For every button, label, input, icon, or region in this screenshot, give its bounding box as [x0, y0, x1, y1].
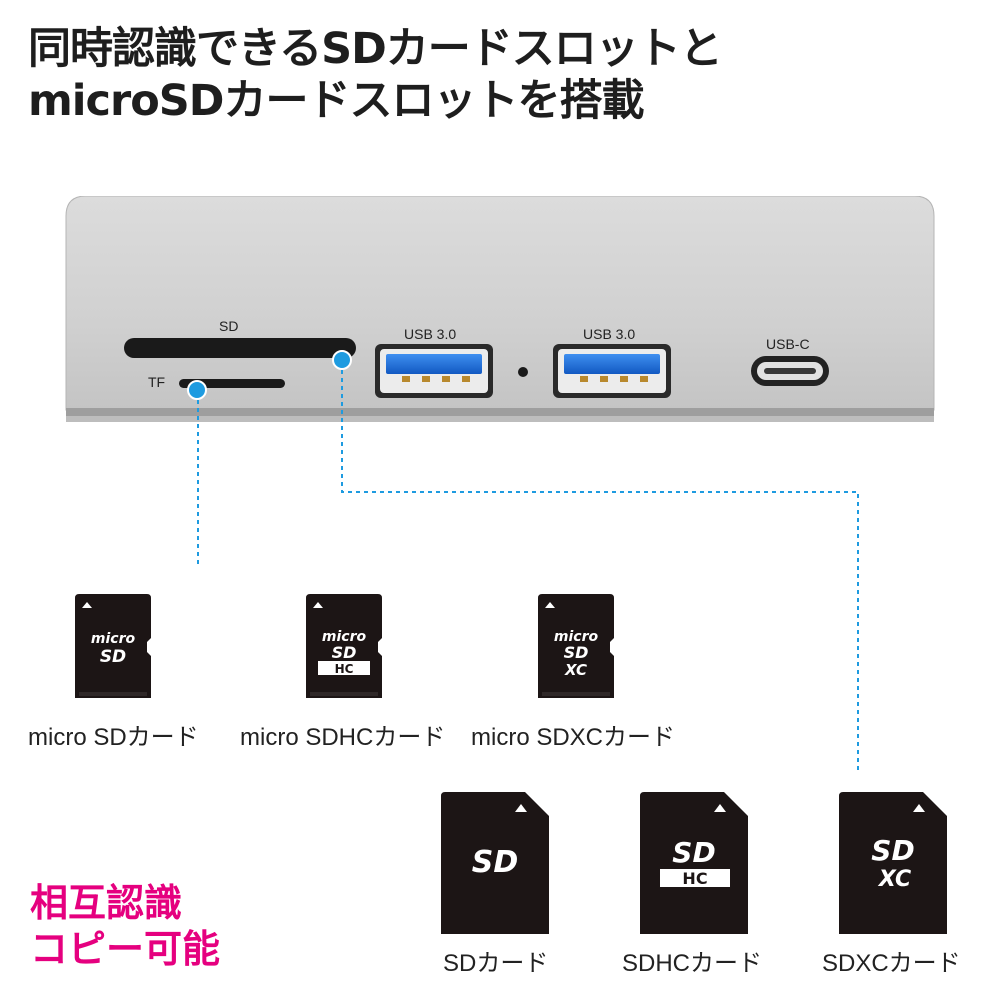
svg-text:XC: XC	[877, 867, 911, 892]
svg-text:XC: XC	[564, 661, 587, 679]
svg-text:micro: micro	[91, 631, 136, 647]
svg-text:HC: HC	[682, 869, 707, 888]
svg-text:SD: SD	[472, 845, 519, 880]
svg-text:SD: SD	[332, 643, 357, 662]
sd-card-icon: SD	[441, 792, 549, 934]
svg-text:SD: SD	[672, 836, 715, 869]
sdxc-card-icon: SD XC	[839, 792, 947, 934]
svg-text:HC: HC	[335, 662, 354, 676]
micro-sd-caption: micro SDカード	[28, 724, 199, 751]
svg-text:SD: SD	[564, 643, 589, 662]
headline-line-2: microSDカードスロットを搭載	[28, 76, 644, 126]
svg-text:micro: micro	[322, 629, 367, 645]
svg-text:micro: micro	[554, 629, 599, 645]
svg-text:SD: SD	[100, 647, 126, 667]
headline-line-1: 同時認識できるSDカードスロットと	[28, 24, 723, 74]
micro-sdhc-card-icon: micro SD HC	[306, 594, 382, 698]
sd-card-slot	[124, 338, 356, 358]
card-reader-hub-front-panel	[65, 196, 935, 422]
micro-sdhc-caption: micro SDHCカード	[240, 724, 446, 751]
tf-slot-label: TF	[148, 374, 166, 390]
usb-c-port	[751, 356, 829, 386]
status-led	[518, 367, 528, 377]
tf-slot-marker-dot	[187, 380, 207, 400]
mutual-recognition-note-line-1: 相互認識	[30, 881, 183, 925]
usb-c-label: USB-C	[766, 336, 810, 352]
usb-a-left-label: USB 3.0	[404, 326, 457, 342]
usb-a-port-left	[375, 344, 493, 398]
micro-sdxc-caption: micro SDXCカード	[471, 724, 676, 751]
micro-sdxc-card-icon: micro SD XC	[538, 594, 614, 698]
sd-caption: SDカード	[443, 950, 549, 977]
sdhc-caption: SDHCカード	[622, 950, 763, 977]
usb-a-right-label: USB 3.0	[583, 326, 636, 342]
sdhc-card-icon: SD HC	[640, 792, 748, 934]
sdxc-caption: SDXCカード	[822, 950, 961, 977]
mutual-recognition-note-line-2: コピー可能	[30, 927, 221, 971]
sd-slot-label: SD	[219, 318, 239, 334]
svg-text:SD: SD	[871, 834, 914, 867]
usb-a-port-right	[553, 344, 671, 398]
micro-sd-card-icon: micro SD	[75, 594, 151, 698]
sd-slot-marker-dot	[332, 350, 352, 370]
